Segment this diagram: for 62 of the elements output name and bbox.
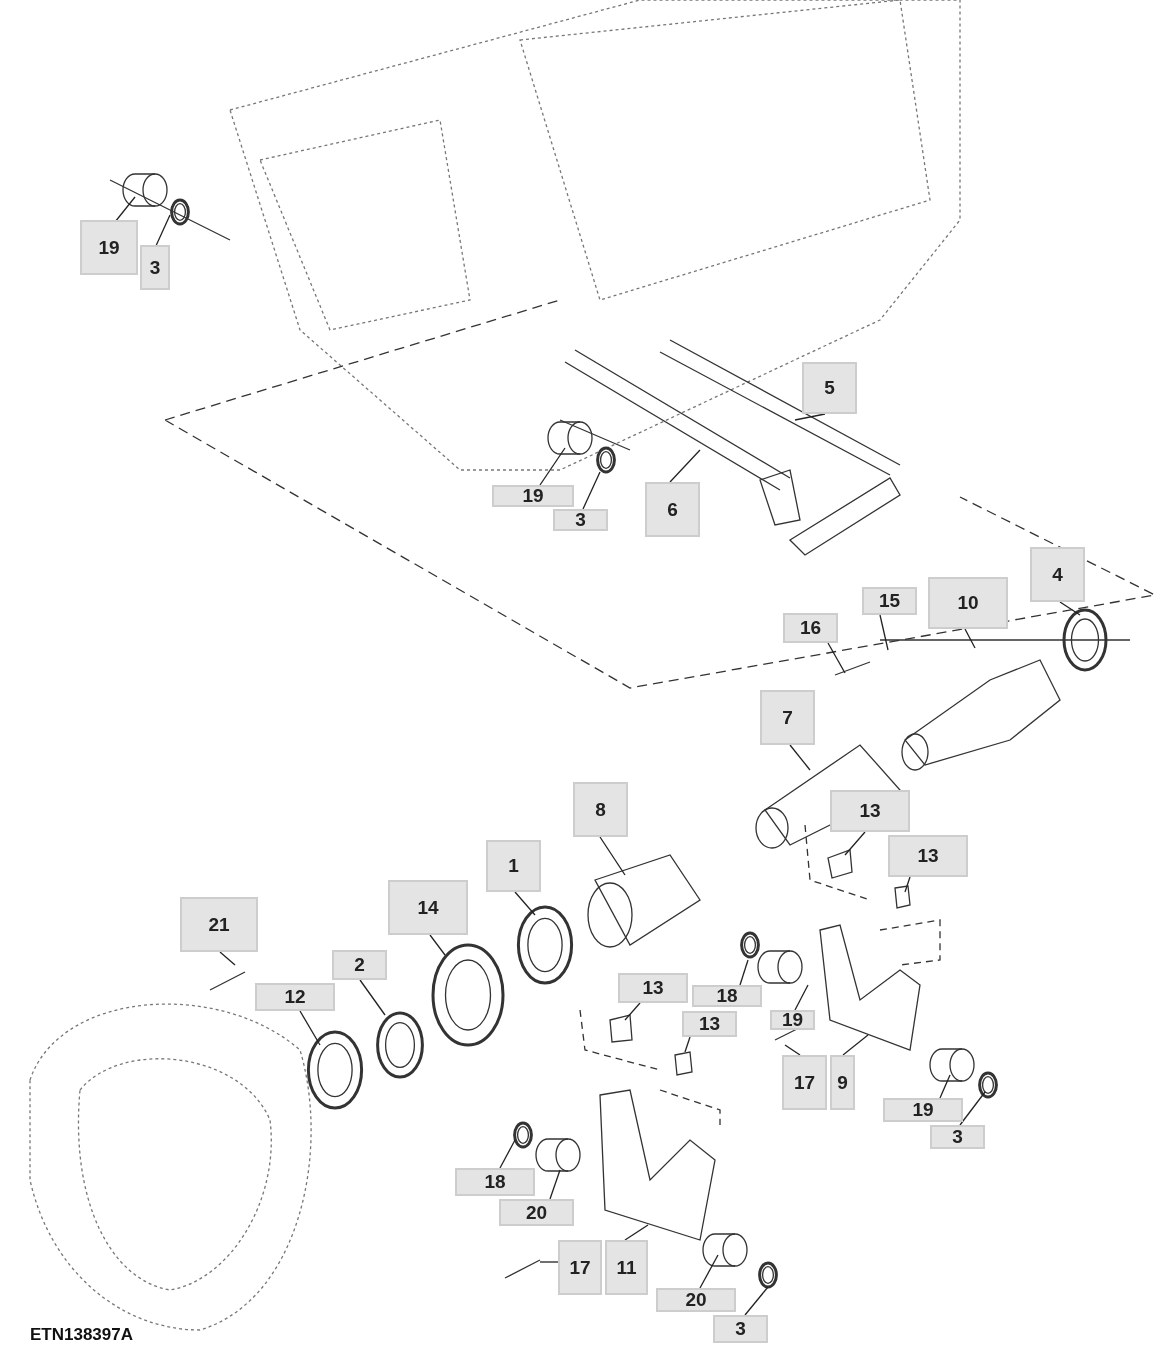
leader-line — [114, 196, 136, 223]
leader-line — [359, 979, 386, 1016]
callout-number: 13 — [888, 835, 968, 877]
callout-number: 1 — [486, 840, 541, 892]
callout-number: 14 — [388, 880, 468, 935]
leader-line — [514, 891, 536, 916]
callout-number: 12 — [255, 983, 335, 1011]
callout-number: 8 — [573, 782, 628, 837]
callout-number: 13 — [618, 973, 688, 1003]
leader-line — [739, 959, 749, 986]
leader-line — [842, 1034, 869, 1056]
leader-line — [599, 836, 626, 876]
leader-line — [879, 614, 889, 651]
callout-number: 3 — [140, 245, 170, 290]
callout-number: 9 — [830, 1055, 855, 1110]
callout-number: 4 — [1030, 547, 1085, 602]
callout-number: 17 — [782, 1055, 827, 1110]
callout-number: 19 — [770, 1010, 815, 1030]
leader-line — [784, 1044, 801, 1056]
callout-number: 13 — [682, 1011, 737, 1037]
callout-number: 11 — [605, 1240, 648, 1295]
callout-number: 18 — [455, 1168, 535, 1196]
leader-line — [539, 1261, 559, 1263]
callout-number: 13 — [830, 790, 910, 832]
leader-line — [624, 1224, 649, 1241]
leader-line — [669, 449, 701, 483]
callout-number: 7 — [760, 690, 815, 745]
callout-number: 6 — [645, 482, 700, 537]
callout-number: 21 — [180, 897, 258, 952]
figure-id: ETN138397A — [30, 1325, 133, 1345]
leader-line — [794, 984, 809, 1011]
leader-line — [794, 413, 826, 421]
callout-number: 19 — [80, 220, 138, 275]
callout-number: 5 — [802, 362, 857, 414]
leader-line — [549, 1169, 561, 1200]
callout-number: 10 — [928, 577, 1008, 629]
callout-number: 17 — [558, 1240, 602, 1295]
callout-number: 16 — [783, 613, 838, 643]
callout-number: 3 — [930, 1125, 985, 1149]
leader-line — [699, 1254, 719, 1289]
leader-line — [827, 642, 846, 674]
leader-line — [964, 628, 976, 649]
callout-number: 15 — [862, 587, 917, 615]
leader-line — [1059, 601, 1081, 616]
callout-number: 3 — [553, 509, 608, 531]
callout-number: 19 — [492, 485, 574, 507]
callout-number: 18 — [692, 985, 762, 1007]
leader-line — [789, 744, 811, 771]
leader-line — [684, 1036, 691, 1053]
leader-line — [429, 934, 446, 956]
leader-line — [299, 1010, 321, 1046]
leader-line — [499, 1139, 516, 1169]
callout-number: 19 — [883, 1098, 963, 1122]
leader-line — [624, 1002, 641, 1021]
leader-line — [844, 831, 866, 856]
leader-line — [939, 1074, 951, 1099]
leader-line — [904, 876, 911, 893]
callout-number: 20 — [656, 1288, 736, 1312]
callout-number: 2 — [332, 950, 387, 980]
callout-number: 3 — [713, 1315, 768, 1343]
callout-number: 20 — [499, 1199, 574, 1226]
leader-line — [219, 951, 236, 966]
